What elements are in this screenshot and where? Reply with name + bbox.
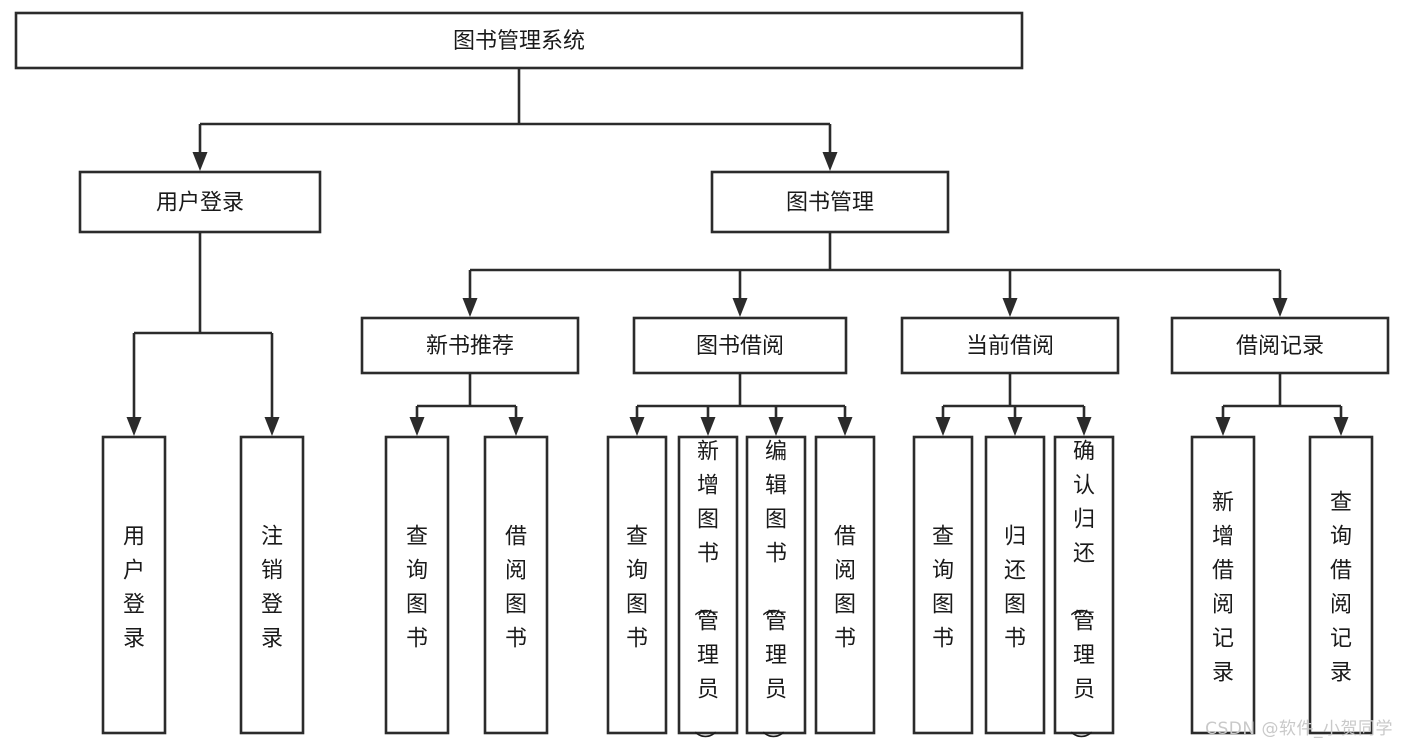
node-leaf-confirm-return[interactable]: 确认归还（管理员） [1053,435,1115,747]
node-leaf-add-borrow-record[interactable]: 新增借阅记录 [1190,435,1256,735]
node-leaf-query-book-borrow[interactable]: 查询图书 [606,435,668,735]
node-box-leaf-query-book-recommend [384,435,450,735]
node-box-borrow-record [1170,316,1390,375]
node-box-leaf-return-book [984,435,1046,735]
node-box-leaf-query-book-current [912,435,974,735]
arrow-to-leaf-query-borrow-record [1333,417,1349,436]
node-leaf-user-login[interactable]: 用户登录 [101,435,167,735]
arrow-to-book-manage [822,152,838,171]
node-label-leaf-confirm-return: 确认归还（管理员） [1067,440,1095,747]
node-label-root: 图书管理系统 [453,29,585,54]
node-box-leaf-query-borrow-record [1308,435,1374,735]
arrow-to-leaf-logout [264,417,280,436]
arrow-to-book-borrow [732,298,748,317]
node-box-leaf-borrow-book [814,435,876,735]
node-box-leaf-borrow-book-recommend [483,435,549,735]
arrow-to-leaf-query-book-current [935,417,951,436]
node-label-leaf-borrow-book: 借阅图书 [834,525,856,652]
arrow-to-leaf-edit-book [768,417,784,436]
arrow-to-user-login [192,152,208,171]
node-box-leaf-logout [239,435,305,735]
arrow-to-leaf-borrow-book-recommend [508,417,524,436]
node-label-leaf-query-book-current: 查询图书 [932,525,954,652]
node-leaf-edit-book[interactable]: 编辑图书（管理员） [745,435,807,747]
node-label-leaf-query-borrow-record: 查询借阅记录 [1330,491,1352,686]
node-label-book-borrow: 图书借阅 [696,334,784,359]
arrow-to-borrow-record [1272,298,1288,317]
node-label-leaf-query-book-recommend: 查询图书 [406,525,428,652]
arrow-to-leaf-return-book [1007,417,1023,436]
node-leaf-query-book-current[interactable]: 查询图书 [912,435,974,735]
node-leaf-return-book[interactable]: 归还图书 [984,435,1046,735]
arrow-to-leaf-query-book-borrow [629,417,645,436]
node-box-leaf-query-book-borrow [606,435,668,735]
node-box-leaf-edit-book [745,435,807,735]
node-label-borrow-record: 借阅记录 [1236,334,1324,359]
node-book-manage[interactable]: 图书管理 [710,170,950,234]
node-box-leaf-user-login [101,435,167,735]
node-box-current-borrow [900,316,1120,375]
node-new-book-recommend[interactable]: 新书推荐 [360,316,580,375]
node-label-leaf-borrow-book-recommend: 借阅图书 [505,525,527,652]
node-box-book-borrow [632,316,848,375]
node-box-user-login [78,170,322,234]
node-box-book-manage [710,170,950,234]
node-leaf-logout[interactable]: 注销登录 [239,435,305,735]
node-label-leaf-edit-book: 编辑图书（管理员） [759,440,787,747]
node-box-root [14,11,1024,70]
arrow-to-leaf-borrow-book [837,417,853,436]
arrow-to-leaf-user-login [126,417,142,436]
node-layer: 图书管理系统用户登录图书管理新书推荐图书借阅当前借阅借阅记录用户登录注销登录查询… [14,11,1390,747]
arrow-to-leaf-add-borrow-record [1215,417,1231,436]
node-label-leaf-logout: 注销登录 [261,525,283,652]
watermark-text: CSDN @软件_小贺同学 [1205,719,1393,739]
arrow-to-new-book-recommend [462,298,478,317]
node-book-borrow[interactable]: 图书借阅 [632,316,848,375]
node-label-current-borrow: 当前借阅 [966,334,1054,359]
node-label-leaf-return-book: 归还图书 [1004,525,1026,652]
node-box-leaf-add-book [677,435,739,735]
node-label-new-book-recommend: 新书推荐 [426,334,514,359]
node-label-user-login: 用户登录 [156,191,244,216]
connector-layer [126,68,1349,436]
node-user-login[interactable]: 用户登录 [78,170,322,234]
node-root[interactable]: 图书管理系统 [14,11,1024,70]
arrow-to-leaf-confirm-return [1076,417,1092,436]
node-current-borrow[interactable]: 当前借阅 [900,316,1120,375]
node-leaf-query-book-recommend[interactable]: 查询图书 [384,435,450,735]
node-leaf-borrow-book-recommend[interactable]: 借阅图书 [483,435,549,735]
node-leaf-add-book[interactable]: 新增图书（管理员） [677,435,739,747]
node-box-leaf-add-borrow-record [1190,435,1256,735]
node-box-new-book-recommend [360,316,580,375]
node-label-leaf-add-borrow-record: 新增借阅记录 [1212,491,1234,686]
node-label-leaf-user-login: 用户登录 [123,525,145,652]
node-box-leaf-confirm-return [1053,435,1115,735]
node-label-leaf-query-book-borrow: 查询图书 [626,525,648,652]
arrow-to-leaf-query-book-recommend [409,417,425,436]
node-leaf-query-borrow-record[interactable]: 查询借阅记录 [1308,435,1374,735]
node-borrow-record[interactable]: 借阅记录 [1170,316,1390,375]
node-label-leaf-add-book: 新增图书（管理员） [691,440,719,747]
arrow-to-leaf-add-book [700,417,716,436]
node-label-book-manage: 图书管理 [786,191,874,216]
arrow-to-current-borrow [1002,298,1018,317]
node-leaf-borrow-book[interactable]: 借阅图书 [814,435,876,735]
